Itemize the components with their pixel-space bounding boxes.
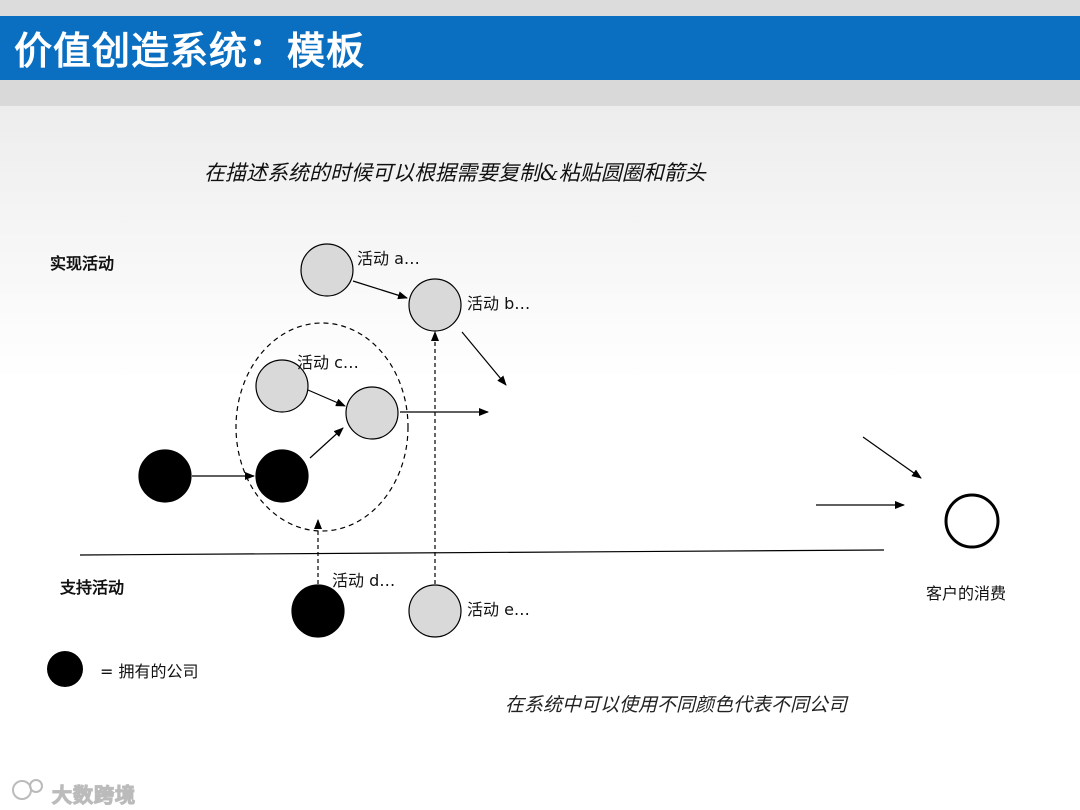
title-bar: 价值创造系统：模板 (0, 16, 1080, 80)
activity-b-circle (408, 278, 462, 332)
legend-owned-company-text: = 拥有的公司 (100, 662, 199, 681)
slide-subtitle: 在描述系统的时候可以根据需要复制&粘贴圆圈和箭头 (204, 161, 706, 185)
arrow-owned-to-inner (309, 427, 344, 459)
company-boundary-ellipse (235, 322, 409, 532)
slide-title: 价值创造系统：模板 (14, 28, 366, 73)
color-note: 在系统中可以使用不同颜色代表不同公司 (505, 694, 848, 716)
activity-d-label: 活动 d… (332, 571, 396, 590)
owned-company-circle-2 (255, 449, 309, 503)
customer-circle (944, 493, 1000, 549)
activity-inner-circle (345, 386, 399, 440)
activity-e-circle (408, 584, 462, 638)
customer-consumption-label: 客户的消费 (926, 584, 1007, 603)
watermark-text: 大数跨境 (52, 783, 136, 808)
activity-a-circle (300, 243, 354, 297)
activity-e-label: 活动 e… (467, 600, 530, 619)
activity-c-circle (255, 359, 309, 413)
watermark-logo-icon (12, 779, 43, 800)
activity-a-label: 活动 a… (357, 249, 420, 268)
legend-owned-circle (47, 651, 83, 687)
top-strip (0, 0, 1080, 16)
activity-d-circle (291, 584, 345, 638)
arrow-to-customer-diagonal (862, 436, 922, 479)
primary-activities-label: 实现活动 (50, 254, 115, 273)
arrow-a-to-b (352, 280, 408, 300)
arrow-c-to-inner (307, 389, 346, 407)
owned-company-circle-1 (138, 449, 192, 503)
support-activities-label: 支持活动 (60, 578, 125, 597)
activity-b-label: 活动 b… (467, 294, 531, 313)
title-underbar (0, 80, 1080, 106)
activity-c-label: 活动 c… (297, 353, 359, 372)
activity-divider (79, 549, 885, 556)
arrow-b-out (461, 331, 507, 386)
